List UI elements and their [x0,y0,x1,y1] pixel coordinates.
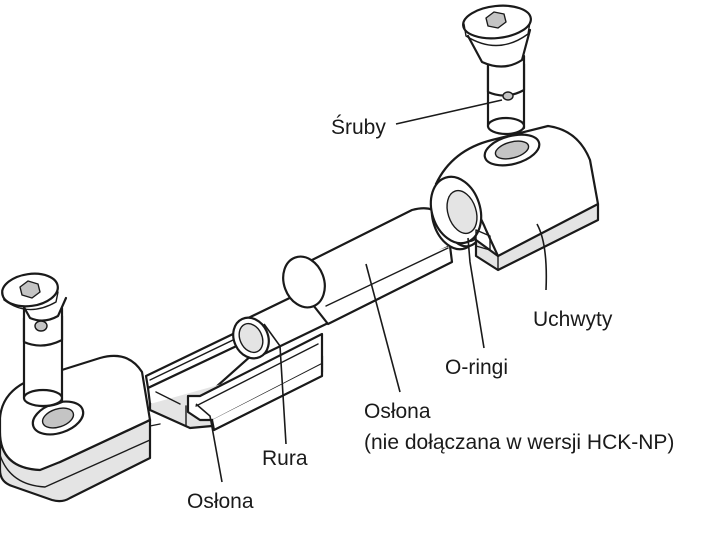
screw-right [462,4,532,136]
label-oslona-top: Osłona [364,400,431,423]
label-oslona-bottom: Osłona [187,490,254,513]
holder-right [429,124,600,272]
label-oringi: O-ringi [445,356,508,379]
label-oslona-top-note: (nie dołączana w wersji HCK-NP) [364,431,674,454]
screw-left [1,272,68,408]
label-uchwyty: Uchwyty [533,308,613,331]
cover-shell [282,207,454,326]
label-sruby: Śruby [331,115,386,139]
labels: Śruby Uchwyty O-ringi Osłona (nie dołącz… [187,115,674,513]
cover-channel [144,318,324,432]
label-rura: Rura [262,447,308,470]
holder-left [0,354,161,503]
leader-lines [195,99,548,483]
